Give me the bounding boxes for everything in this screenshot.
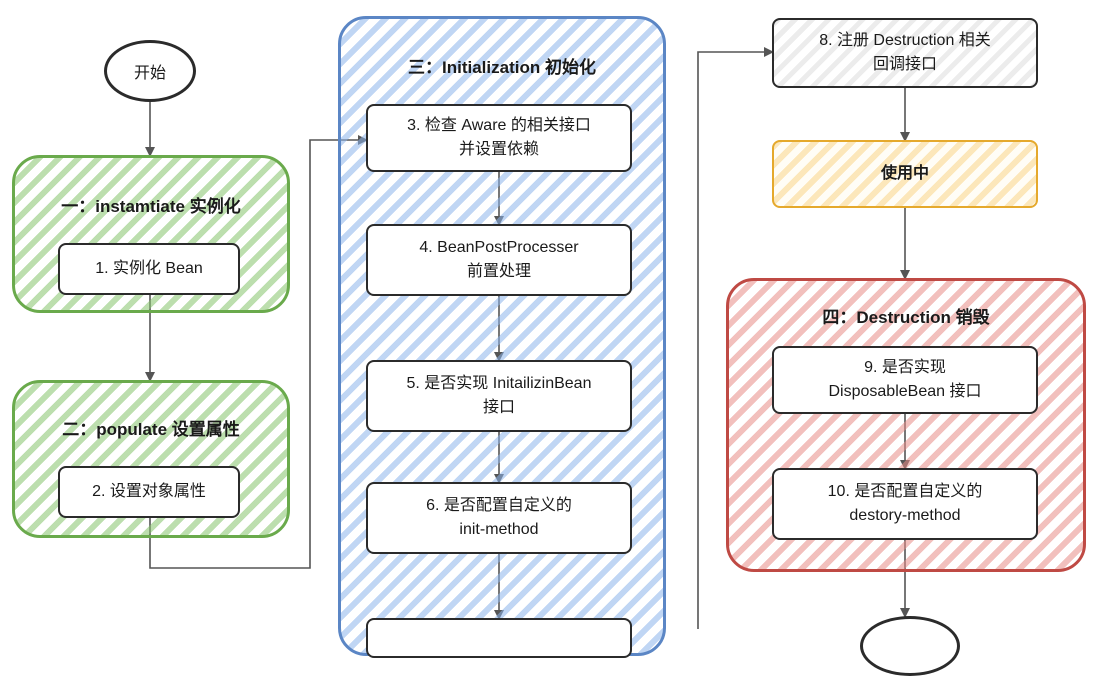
group-populate-title: 二：populate 设置属性 bbox=[62, 420, 240, 439]
arrow-populate-to-step3 bbox=[149, 135, 368, 569]
step-2-set-properties: 2. 设置对象属性 bbox=[58, 466, 240, 518]
group-destruction-title: 四：Destruction 销毁 bbox=[822, 308, 990, 327]
arrow-col2-to-step8 bbox=[697, 47, 774, 629]
step-10-destory-method: 10. 是否配置自定义的 destory-method bbox=[772, 468, 1038, 540]
group-initialization-title: 三：Initialization 初始化 bbox=[408, 58, 596, 77]
step-9-disposable-bean: 9. 是否实现 DisposableBean 接口 bbox=[772, 346, 1038, 414]
step-6-init-method: 6. 是否配置自定义的 init-method bbox=[366, 482, 632, 554]
end-node bbox=[860, 616, 960, 676]
step-7-partial bbox=[366, 618, 632, 658]
state-in-use: 使用中 bbox=[772, 140, 1038, 208]
step-5-initializing-bean: 5. 是否实现 InitailizinBean 接口 bbox=[366, 360, 632, 432]
step-4-bean-post-processer: 4. BeanPostProcesser 前置处理 bbox=[366, 224, 632, 296]
start-label: 开始 bbox=[133, 65, 166, 82]
start-node: 开始 bbox=[104, 40, 196, 102]
step-1-instantiate-bean: 1. 实例化 Bean bbox=[58, 243, 240, 295]
group-instantiate-title: 一：instamtiate 实例化 bbox=[61, 197, 241, 216]
bean-lifecycle-diagram: 开始 一：instamtiate 实例化 1. 实例化 Bean 二：popul… bbox=[12, 16, 1086, 676]
step-8-register-destruction: 8. 注册 Destruction 相关 回调接口 bbox=[772, 18, 1038, 88]
step-3-check-aware: 3. 检查 Aware 的相关接口 并设置依赖 bbox=[366, 104, 632, 172]
